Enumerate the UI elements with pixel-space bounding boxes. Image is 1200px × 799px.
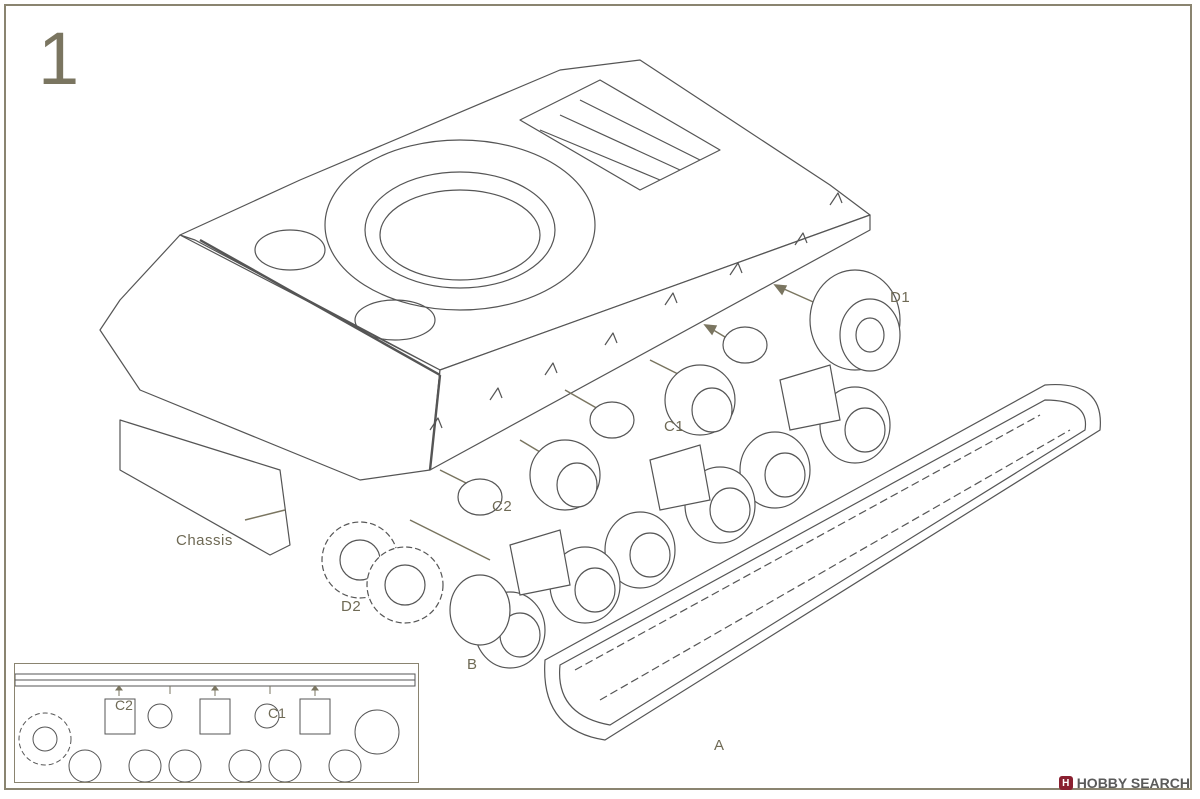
hatch-left — [254, 229, 326, 271]
step-number: 1 — [38, 17, 80, 100]
label-a: A — [714, 737, 725, 754]
track-a — [544, 383, 1101, 741]
turret-ring-bore — [379, 189, 541, 281]
bogie-housings — [509, 364, 841, 596]
drive-sprockets-d2 — [321, 521, 444, 624]
watermark-text: HOBBY SEARCH — [1076, 775, 1190, 791]
label-c1: C1 — [664, 418, 685, 435]
label-d1: D1 — [890, 289, 911, 306]
inset-label-c1: C1 — [268, 705, 286, 721]
inset-label-c2: C2 — [115, 697, 133, 713]
hull-lower-plate — [119, 419, 291, 556]
return-rollers — [457, 326, 768, 516]
idler-wheel-d1 — [809, 269, 901, 372]
engine-grille — [519, 79, 721, 191]
hobby-search-logo-icon: H — [1058, 776, 1073, 790]
label-b: B — [467, 656, 478, 673]
inset-drawing — [15, 673, 416, 782]
label-c2: C2 — [492, 498, 513, 515]
label-d2: D2 — [341, 598, 362, 615]
turret-ring-inner — [364, 171, 556, 289]
hull-side-brackets — [429, 192, 843, 431]
detail-inset: C2 C1 — [14, 663, 419, 783]
turret-ring-outer — [324, 139, 596, 311]
watermark: H HOBBY SEARCH — [1058, 775, 1190, 791]
label-chassis: Chassis — [176, 532, 233, 549]
page-frame — [4, 4, 1192, 790]
hatch-front — [354, 299, 436, 341]
